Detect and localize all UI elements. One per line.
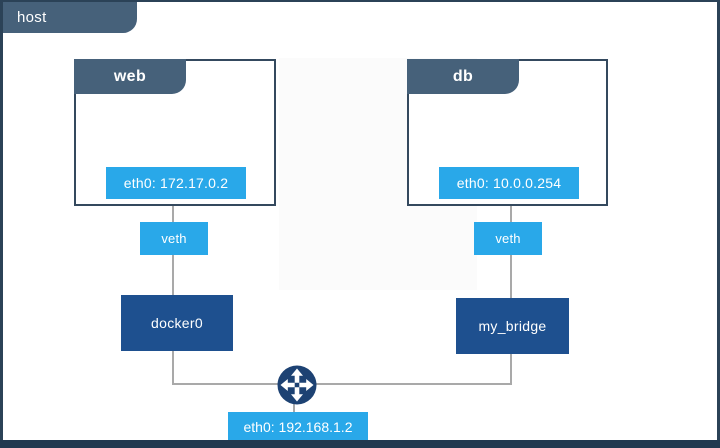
veth-label-db: veth <box>474 222 542 255</box>
veth-label-web: veth <box>140 222 208 255</box>
router-icon <box>277 365 317 405</box>
container-node-db: db eth0: 10.0.0.254 <box>407 59 608 206</box>
connector-bridges-to-router <box>172 383 512 385</box>
host-label-tab: host <box>3 2 137 33</box>
host-label: host <box>17 9 47 26</box>
bridge-node-docker0: docker0 <box>121 295 233 351</box>
frame-bottom-edge <box>0 440 720 448</box>
container-node-web: web eth0: 172.17.0.2 <box>74 59 276 206</box>
host-interface-label: eth0: 192.168.1.2 <box>228 412 368 442</box>
container-web-name-tab: web <box>74 59 186 94</box>
container-db-name: db <box>452 67 474 85</box>
container-db-interface-label: eth0: 10.0.0.254 <box>439 167 579 199</box>
connector-web-to-docker0 <box>172 203 174 385</box>
container-web-name: web <box>113 67 147 85</box>
connector-db-to-mybridge <box>510 203 512 385</box>
bridge-node-my-bridge: my_bridge <box>456 298 569 354</box>
connector-router-to-host-eth0 <box>293 402 295 412</box>
container-web-interface-label: eth0: 172.17.0.2 <box>106 167 246 199</box>
container-db-name-tab: db <box>407 59 519 94</box>
